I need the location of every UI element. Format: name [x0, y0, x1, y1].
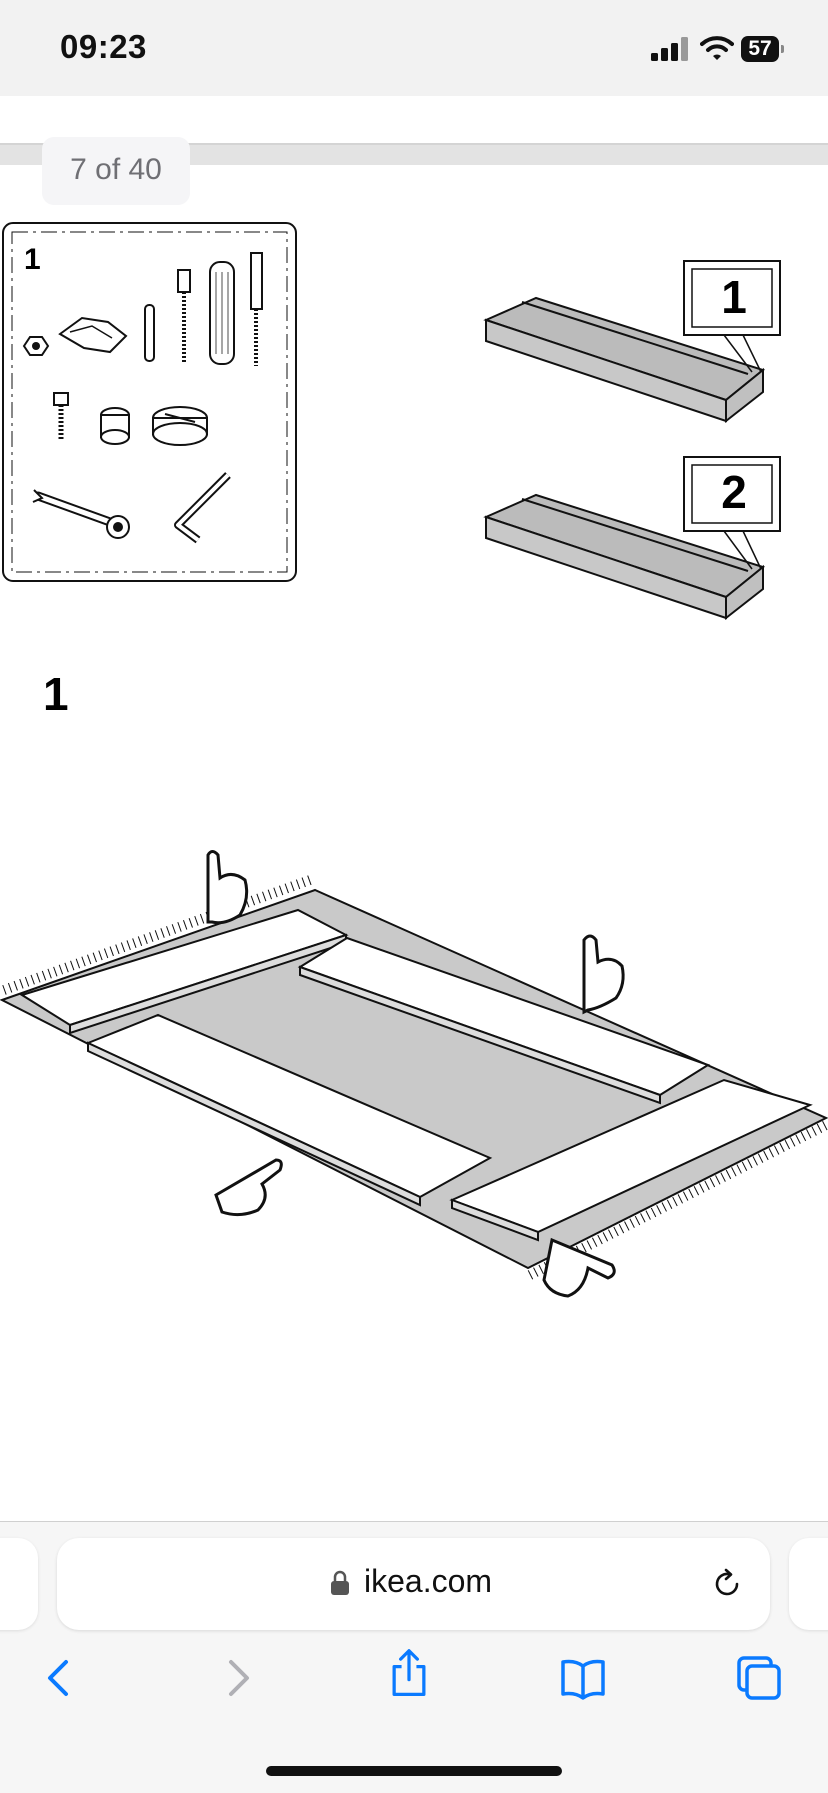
- step-number: 1: [43, 668, 69, 720]
- cam-lock-large-icon: [152, 406, 208, 446]
- battery-icon: 57: [741, 36, 785, 62]
- address-bar[interactable]: [57, 1538, 770, 1630]
- package-2-label: 2: [721, 466, 747, 518]
- url-text[interactable]: ikea.com: [364, 1563, 493, 1599]
- wifi-icon: [700, 36, 734, 60]
- home-indicator[interactable]: [266, 1766, 562, 1776]
- battery-level: 57: [741, 36, 779, 62]
- dowel-large-icon: [209, 261, 235, 365]
- board-top-left: [19, 908, 349, 1035]
- status-bar: [0, 0, 828, 96]
- board-bottom-left: [85, 1013, 493, 1207]
- book-icon[interactable]: [557, 1652, 609, 1704]
- hex-nut-icon: [22, 336, 50, 356]
- board-top-right: [297, 936, 711, 1105]
- page-divider: [0, 143, 828, 165]
- wrench-icon: [32, 489, 130, 539]
- allen-key-icon: [174, 472, 231, 544]
- cam-bolt-icon: [53, 392, 69, 440]
- share-icon[interactable]: [383, 1648, 435, 1700]
- assembly-instructions: 1 1 2 1: [0, 222, 828, 1298]
- package-1: [483, 260, 781, 424]
- previous-tab-preview[interactable]: [0, 1538, 38, 1630]
- cellular-signal-icon: [651, 37, 691, 61]
- bracket-icon: [58, 316, 128, 354]
- hardware-parts-panel: [2, 222, 297, 582]
- chevron-right-icon[interactable]: [210, 1652, 262, 1704]
- package-2: [483, 456, 781, 621]
- status-time: 09:23: [60, 28, 147, 65]
- package-1-label: 1: [721, 271, 747, 323]
- lock-icon: [331, 1570, 349, 1595]
- reload-icon[interactable]: [710, 1567, 744, 1601]
- rug: [0, 875, 828, 1280]
- page-counter: 7 of 40: [42, 137, 190, 205]
- screw-long-icon: [250, 252, 263, 366]
- screw-icon: [177, 269, 191, 362]
- next-tab-preview[interactable]: [789, 1538, 828, 1630]
- tabs-icon[interactable]: [733, 1652, 785, 1704]
- chevron-left-icon[interactable]: [35, 1652, 87, 1704]
- cam-lock-small-icon: [100, 407, 130, 445]
- board-bottom-right: [449, 1078, 813, 1242]
- pointing-hand-icon: [206, 850, 625, 1298]
- dowel-small-icon: [144, 304, 155, 362]
- parts-panel-label: 1: [24, 243, 41, 276]
